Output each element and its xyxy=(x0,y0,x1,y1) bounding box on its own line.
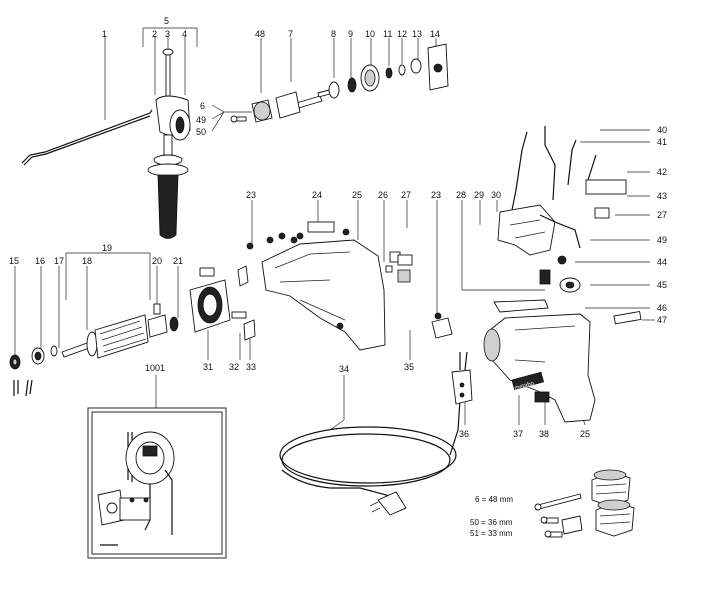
label-43: 43 xyxy=(657,191,667,201)
label-13: 13 xyxy=(412,29,422,39)
label-12: 12 xyxy=(397,29,407,39)
depth-stop-rod xyxy=(21,109,153,166)
motor-housing-interior xyxy=(246,221,386,351)
label-30: 30 xyxy=(491,190,501,200)
label-42: 42 xyxy=(657,167,667,177)
label-10: 10 xyxy=(365,29,375,39)
label-49: 49 xyxy=(657,235,667,245)
label-15: 15 xyxy=(9,256,19,266)
label-32: 32 xyxy=(229,362,239,372)
wiring-detail-inset xyxy=(87,407,227,559)
label-1: 1 xyxy=(102,29,107,39)
label-8: 8 xyxy=(331,29,336,39)
label-19: 19 xyxy=(102,243,112,253)
legend-line-3: 51 = 33 mm xyxy=(470,529,513,538)
label-27-b: 27 xyxy=(657,210,667,220)
label-6: 6 xyxy=(200,101,205,111)
legend-area: 6 = 48 mm 50 = 36 mm 51 = 33 mm xyxy=(470,469,635,538)
side-handle xyxy=(147,48,191,239)
nameplate-text: metabo xyxy=(514,381,536,392)
label-35: 35 xyxy=(404,362,414,372)
label-34: 34 xyxy=(339,364,349,374)
armature-assembly xyxy=(9,303,179,370)
label-2: 2 xyxy=(152,29,157,39)
label-14: 14 xyxy=(430,29,440,39)
label-3: 3 xyxy=(165,29,170,39)
label-21: 21 xyxy=(173,256,183,266)
spindle-parts xyxy=(230,43,449,123)
label-18: 18 xyxy=(82,256,92,266)
label-47: 47 xyxy=(657,315,667,325)
leader-lines xyxy=(14,27,655,431)
switch-parts xyxy=(385,204,556,339)
part-number-labels: 5 1 2 3 4 48 7 8 9 10 11 12 13 14 6 49 5… xyxy=(9,16,667,439)
wiring-and-brushes xyxy=(511,126,627,293)
housing-screws xyxy=(246,228,350,330)
label-16: 16 xyxy=(35,256,45,266)
label-44: 44 xyxy=(657,257,667,267)
label-7: 7 xyxy=(288,29,293,39)
label-26: 26 xyxy=(378,190,388,200)
label-46: 46 xyxy=(657,303,667,313)
label-29: 29 xyxy=(474,190,484,200)
label-41: 41 xyxy=(657,137,667,147)
label-23-a: 23 xyxy=(246,190,256,200)
label-33: 33 xyxy=(246,362,256,372)
label-25-a: 25 xyxy=(352,190,362,200)
assembled-drill: metabo xyxy=(483,299,642,423)
label-36: 36 xyxy=(459,429,469,439)
label-20: 20 xyxy=(152,256,162,266)
label-48: 48 xyxy=(255,29,265,39)
label-37: 37 xyxy=(513,429,523,439)
label-27-a: 27 xyxy=(401,190,411,200)
small-clips xyxy=(13,379,33,397)
label-4: 4 xyxy=(182,29,187,39)
label-24: 24 xyxy=(312,190,322,200)
label-31: 31 xyxy=(203,362,213,372)
label-17: 17 xyxy=(54,256,64,266)
legend-line-1: 6 = 48 mm xyxy=(475,495,513,504)
label-50: 49 xyxy=(196,115,206,125)
field-coil xyxy=(189,265,256,341)
label-23-b: 23 xyxy=(431,190,441,200)
label-28: 28 xyxy=(456,190,466,200)
label-25-b: 25 xyxy=(580,429,590,439)
label-9: 9 xyxy=(348,29,353,39)
label-11: 11 xyxy=(383,29,392,39)
label-1001: 1001 xyxy=(145,363,165,373)
label-51: 50 xyxy=(196,127,206,137)
label-38: 38 xyxy=(539,429,549,439)
power-cord xyxy=(279,351,473,516)
label-40: 40 xyxy=(657,125,667,135)
label-45: 45 xyxy=(657,280,667,290)
label-5: 5 xyxy=(164,16,169,26)
legend-line-2: 50 = 36 mm xyxy=(470,518,513,527)
